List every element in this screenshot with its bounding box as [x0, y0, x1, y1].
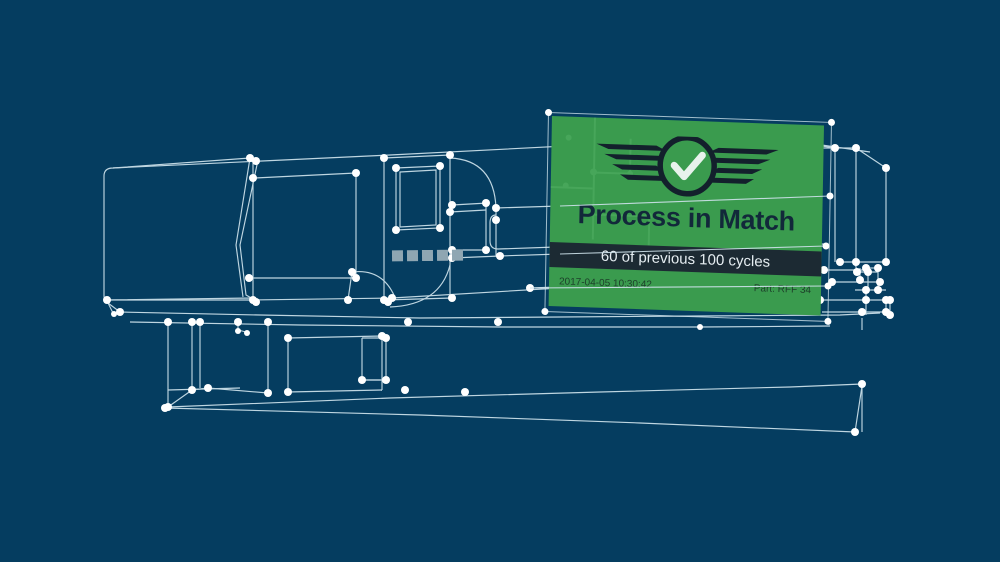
winged-check-badge-icon	[596, 134, 779, 197]
wireframe-nodes	[103, 132, 894, 436]
status-panel-surface: Process in Match 60 of previous 100 cycl…	[548, 116, 824, 316]
status-panel[interactable]: Process in Match 60 of previous 100 cycl…	[548, 116, 824, 316]
